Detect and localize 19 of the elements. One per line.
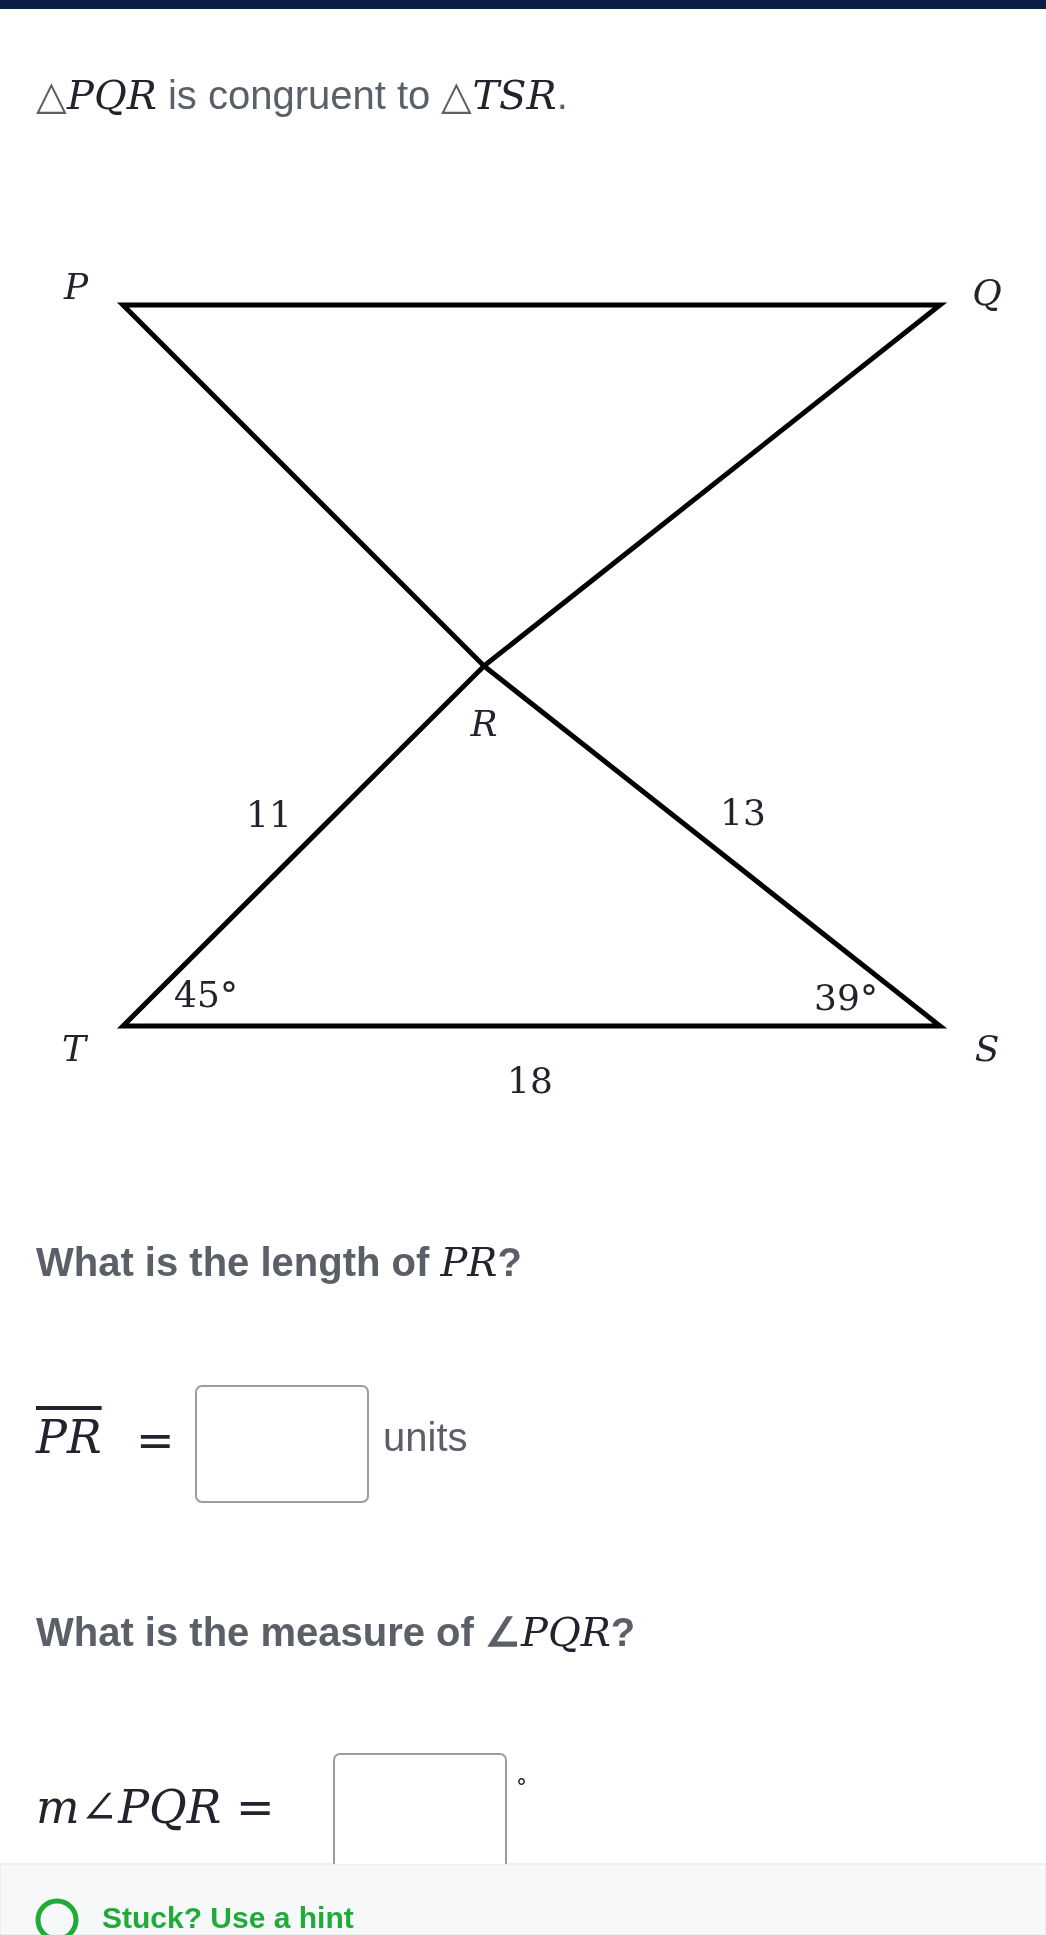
vertex-label: S	[974, 1027, 1000, 1069]
side-length-label: 11	[246, 793, 292, 835]
vertex-label: P	[63, 265, 89, 307]
vertex-label: Q	[972, 271, 1002, 313]
statement-text: △PQR is congruent to △TSR.	[36, 72, 568, 118]
degree-symbol: °	[516, 1774, 527, 1800]
angle-label: 45°	[174, 973, 238, 1015]
vertex-label: T	[62, 1027, 86, 1069]
segment-label: PR	[36, 1410, 102, 1464]
question-text: What is the length of PR?	[36, 1239, 522, 1285]
equals-sign: =	[136, 1413, 175, 1467]
side-length-label: 13	[720, 791, 766, 833]
question-text: What is the measure of ∠PQR?	[36, 1609, 636, 1655]
side-length-label: 18	[507, 1059, 553, 1101]
hint-link: Stuck? Use a hint	[102, 1901, 354, 1935]
equation-label: m∠PQR =	[36, 1780, 275, 1834]
unit-text: units	[383, 1414, 468, 1460]
vertex-label: R	[470, 702, 498, 744]
angle-label: 39°	[814, 976, 878, 1018]
